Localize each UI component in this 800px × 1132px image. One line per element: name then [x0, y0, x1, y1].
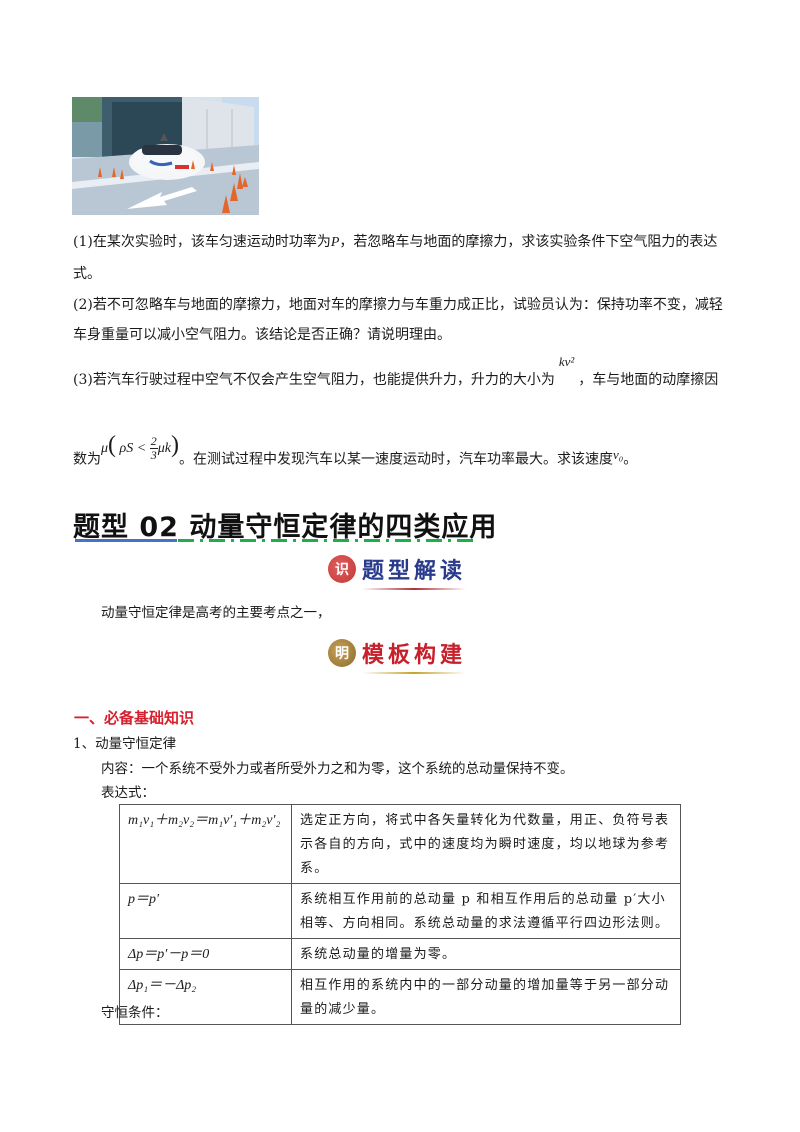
section-intro: 动量守恒定律是高考的主要考点之一， — [101, 605, 331, 621]
description-cell: 系统总动量的增量为零。 — [291, 938, 681, 970]
question-1-text-b: ，若忽略车与地面的摩擦力，求该实验条件下空气阻力的表达 — [339, 234, 718, 250]
question-3-text-e: 。 — [623, 451, 638, 468]
description-cell: 选定正方向，将式中各矢量转化为代数量，用正、负符号表示各自的方向，式中的速度均为… — [291, 804, 681, 884]
question-1-text-a: 在某次实验时，该车匀速运动时功率为 — [92, 234, 331, 250]
table-row: Δp＝p′－p＝0 系统总动量的增量为零。 — [119, 938, 681, 970]
mu-symbol: μ — [101, 440, 109, 456]
section-title: 题型 02 动量守恒定律的四类应用 — [73, 512, 498, 543]
formula-cell: m₁v₁＋m₂v₂＝m₁v′₁＋m₂v′₂ — [119, 804, 292, 884]
conservation-conditions-label: 守恒条件： — [101, 1005, 169, 1021]
question-3-text-b: ，车与地面的动摩擦因 — [578, 372, 719, 388]
table-row: p＝p′ 系统相互作用前的总动量 p 和相互作用后的总动量 p′大小相等、方向相… — [119, 883, 681, 939]
question-3-text-a: 若汽车行驶过程中空气不仅会产生空气阻力，也能提供升力，升力的大小为 — [92, 372, 555, 388]
lift-formula: kv² — [558, 354, 575, 369]
fraction-numerator: 2 — [149, 434, 158, 449]
question-2-line-2: 车身重量可以减小空气阻力。该结论是否正确？请说明理由。 — [73, 327, 451, 343]
seal-ming-icon: 明 — [328, 639, 356, 667]
title-underline-green-dashed — [178, 539, 474, 542]
question-1-label: (1) — [73, 234, 93, 250]
badge-label: 模板构建 — [362, 637, 467, 674]
question-3-label: (3) — [73, 372, 93, 388]
question-3-text-c: 数为 — [73, 451, 101, 468]
formula-cell: Δp₁＝－Δp₂ — [119, 969, 292, 1025]
description-cell: 相互作用的系统内中的一部分动量的增加量等于另一部分动量的减少量。 — [291, 969, 681, 1025]
photo-test-car — [72, 97, 259, 215]
formula-table: m₁v₁＋m₂v₂＝m₁v′₁＋m₂v′₂ 选定正方向，将式中各矢量转化为代数量… — [119, 804, 681, 1025]
expression-label: 表达式： — [101, 785, 155, 801]
question-1-line-2: 式。 — [73, 266, 101, 282]
question-2-label: (2) — [73, 297, 93, 313]
power-variable: P — [330, 235, 340, 250]
condition-right: μk — [157, 440, 171, 456]
question-2-text-a: 若不可忽略车与地面的摩擦力，地面对车的摩擦力与车重力成正比，试验员认为：保持功率… — [92, 297, 723, 313]
badge-question-type-interpretation: 识 题型解读 — [328, 553, 467, 590]
title-underline-blue — [75, 539, 177, 542]
item-momentum-conservation: 1、动量守恒定律 — [73, 736, 177, 752]
question-3-text-d: 。在测试过程中发现汽车以某一速度运动时，汽车功率最大。求该速度 — [178, 451, 613, 468]
badge-template-construction: 明 模板构建 — [328, 637, 467, 674]
seal-shi-icon: 识 — [328, 555, 356, 583]
badge-label: 题型解读 — [362, 553, 467, 590]
question-2-line-1: (2)若不可忽略车与地面的摩擦力，地面对车的摩擦力与车重力成正比，试验员认为：保… — [73, 297, 723, 313]
fraction-denominator: 3 — [150, 448, 157, 462]
table-row: Δp₁＝－Δp₂ 相互作用的系统内中的一部分动量的增加量等于另一部分动量的减少量… — [119, 969, 681, 1025]
table-row: m₁v₁＋m₂v₂＝m₁v′₁＋m₂v′₂ 选定正方向，将式中各矢量转化为代数量… — [119, 804, 681, 884]
description-cell: 系统相互作用前的总动量 p 和相互作用后的总动量 p′大小相等、方向相同。系统总… — [291, 883, 681, 939]
formula-cell: p＝p′ — [119, 883, 292, 939]
test-car-photo — [72, 97, 259, 215]
formula-cell: Δp＝p′－p＝0 — [119, 938, 292, 970]
velocity-v0: v₀ — [612, 446, 624, 462]
knowledge-heading: 一、必备基础知识 — [74, 709, 195, 727]
question-3-line-1: (3)若汽车行驶过程中空气不仅会产生空气阻力，也能提供升力，升力的大小为kv²，… — [73, 354, 719, 388]
condition-left: ρS < — [119, 440, 147, 456]
law-content: 内容：一个系统不受外力或者所受外力之和为零，这个系统的总动量保持不变。 — [101, 761, 574, 777]
question-1-line-1: (1)在某次实验时，该车匀速运动时功率为P，若忽略车与地面的摩擦力，求该实验条件… — [73, 234, 717, 251]
